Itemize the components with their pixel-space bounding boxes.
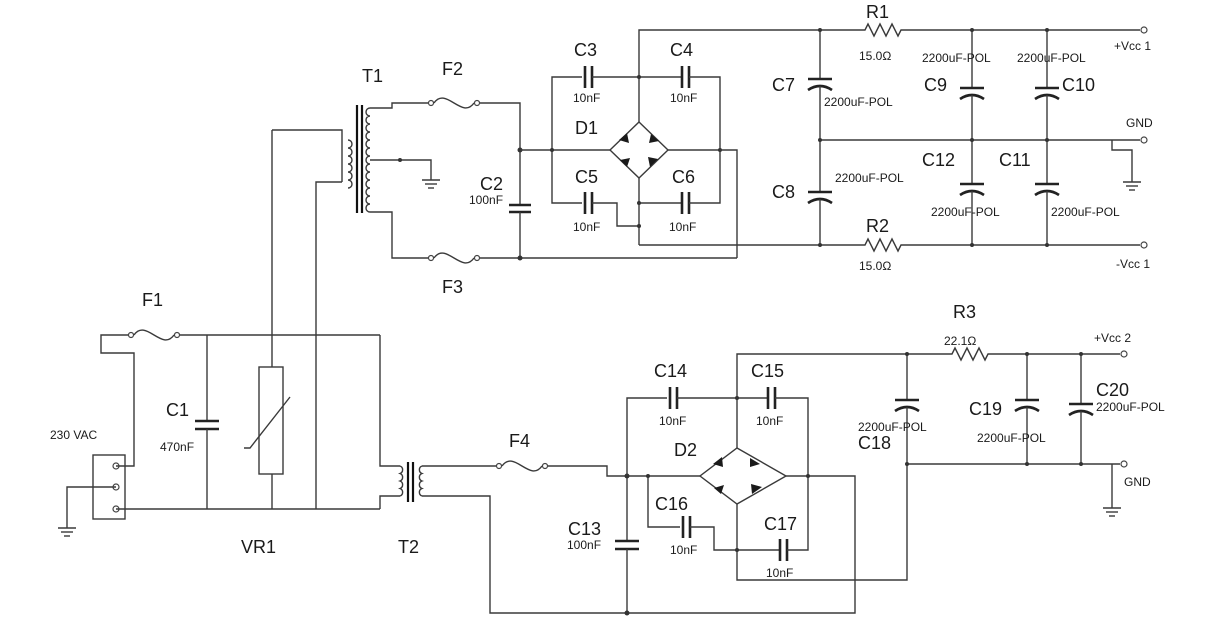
value-c18: 2200uF-POL — [858, 420, 927, 434]
label-c4: C4 — [670, 40, 693, 60]
label-c10: C10 — [1062, 75, 1095, 95]
capacitor-c2 — [509, 203, 531, 214]
gnd1-ground-icon — [1123, 181, 1141, 191]
label-c5: C5 — [575, 167, 598, 187]
label-input: 230 VAC — [50, 428, 97, 442]
label-c19: C19 — [969, 399, 1002, 419]
label-c9: C9 — [924, 75, 947, 95]
label-c8: C8 — [772, 182, 795, 202]
value-c8: 2200uF-POL — [835, 171, 904, 185]
resistor-r1 — [845, 22, 1140, 38]
value-c17: 10nF — [766, 566, 793, 580]
net-gnd1: GND — [1126, 116, 1153, 130]
label-c16: C16 — [655, 494, 688, 514]
t1-center-tap-ground-icon — [422, 179, 440, 189]
capacitor-c3 — [583, 66, 594, 88]
value-c11: 2200uF-POL — [1051, 205, 1120, 219]
capacitor-c6 — [680, 192, 691, 214]
label-c11: C11 — [999, 150, 1031, 170]
net-vcc2-pos: +Vcc 2 — [1094, 331, 1131, 345]
capacitor-c14 — [668, 387, 679, 409]
label-f3: F3 — [442, 277, 463, 297]
fuse-f4 — [495, 460, 549, 472]
mains-earth-ground-icon — [58, 527, 76, 537]
value-c19: 2200uF-POL — [977, 431, 1046, 445]
gnd2-ground-icon — [1103, 507, 1121, 517]
diode-bridge-d2 — [698, 447, 788, 505]
label-r1: R1 — [866, 2, 889, 22]
value-c9: 2200uF-POL — [922, 51, 991, 65]
label-c3: C3 — [574, 40, 597, 60]
value-c1: 470nF — [160, 440, 194, 454]
capacitor-c1 — [195, 419, 219, 431]
label-t1: T1 — [362, 66, 383, 86]
label-f4: F4 — [509, 431, 530, 451]
value-c12: 2200uF-POL — [931, 205, 1000, 219]
value-r2: 15.0Ω — [859, 259, 891, 273]
value-c2: 100nF — [469, 193, 503, 207]
label-f1: F1 — [142, 290, 163, 310]
net-vcc1-pos: +Vcc 1 — [1114, 39, 1151, 53]
diode-bridge-d1 — [608, 121, 670, 179]
value-c7: 2200uF-POL — [824, 95, 893, 109]
capacitor-c13 — [615, 539, 639, 551]
value-c13: 100nF — [567, 538, 601, 552]
label-c1: C1 — [166, 400, 189, 420]
label-c14: C14 — [654, 361, 687, 381]
capacitor-c4 — [680, 66, 691, 88]
label-c7: C7 — [772, 75, 795, 95]
net-vcc1-neg: -Vcc 1 — [1116, 257, 1150, 271]
value-c5: 10nF — [573, 220, 600, 234]
value-c4: 10nF — [670, 91, 697, 105]
label-d1: D1 — [575, 118, 598, 138]
net-gnd2: GND — [1124, 475, 1151, 489]
label-r2: R2 — [866, 216, 889, 236]
resistor-r2 — [845, 237, 1140, 253]
transformer-t1 — [347, 105, 371, 213]
label-vr1: VR1 — [241, 537, 276, 557]
capacitor-c16 — [681, 516, 692, 538]
label-c2: C2 — [480, 174, 503, 194]
label-c15: C15 — [751, 361, 784, 381]
value-c14: 10nF — [659, 414, 686, 428]
value-r3: 22.1Ω — [944, 334, 976, 348]
resistor-r3 — [942, 346, 1120, 362]
label-f2: F2 — [442, 59, 463, 79]
varistor-vr1 — [244, 366, 291, 475]
fuse-f2 — [427, 97, 481, 109]
transformer-t2 — [397, 462, 425, 502]
label-c20: C20 — [1096, 380, 1129, 400]
value-c20: 2200uF-POL — [1096, 400, 1165, 414]
value-c6: 10nF — [669, 220, 696, 234]
label-c6: C6 — [672, 167, 695, 187]
label-c13: C13 — [568, 519, 601, 539]
label-c17: C17 — [764, 514, 797, 534]
label-r3: R3 — [953, 302, 976, 322]
value-c15: 10nF — [756, 414, 783, 428]
capacitor-c5 — [583, 192, 594, 214]
value-c3: 10nF — [573, 91, 600, 105]
label-d2: D2 — [674, 440, 697, 460]
fuse-f1 — [127, 329, 181, 341]
label-t2: T2 — [398, 537, 419, 557]
fuse-f3 — [427, 252, 481, 264]
value-c10: 2200uF-POL — [1017, 51, 1086, 65]
label-c18: C18 — [858, 433, 891, 453]
capacitor-c15 — [766, 387, 777, 409]
capacitor-c17 — [778, 539, 789, 561]
value-r1: 15.0Ω — [859, 49, 891, 63]
value-c16: 10nF — [670, 543, 697, 557]
label-c12: C12 — [922, 150, 955, 170]
